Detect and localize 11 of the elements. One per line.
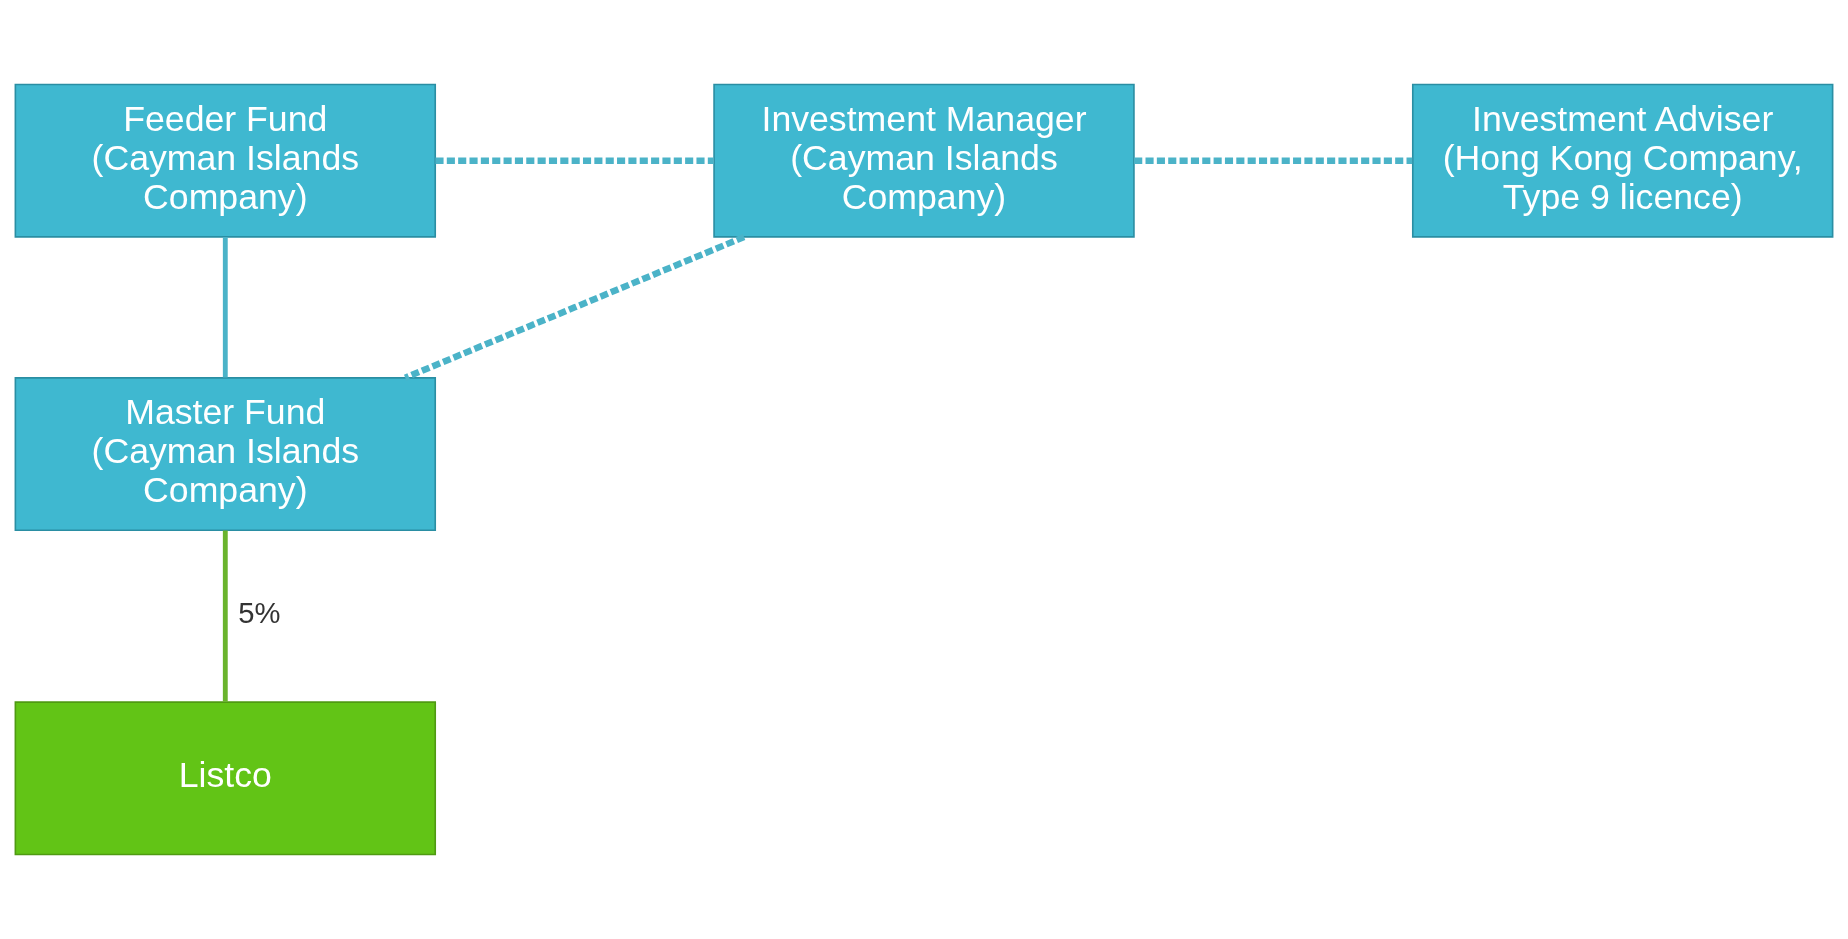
node-box: Feeder Fund (Cayman Islands Company) — [14, 83, 437, 238]
node-box: Investment Adviser (Hong Kong Company, Type 9 licence) — [1411, 83, 1834, 238]
connector — [222, 237, 228, 378]
connector — [404, 234, 746, 381]
connector — [222, 530, 228, 702]
node-box: Investment Manager (Cayman Islands Company) — [713, 83, 1135, 238]
connector — [435, 157, 714, 164]
edge-label: 5% — [238, 597, 281, 630]
node-box: Listco — [14, 701, 437, 856]
connector — [1134, 157, 1413, 164]
node-box: Master Fund (Cayman Islands Company) — [14, 377, 437, 532]
